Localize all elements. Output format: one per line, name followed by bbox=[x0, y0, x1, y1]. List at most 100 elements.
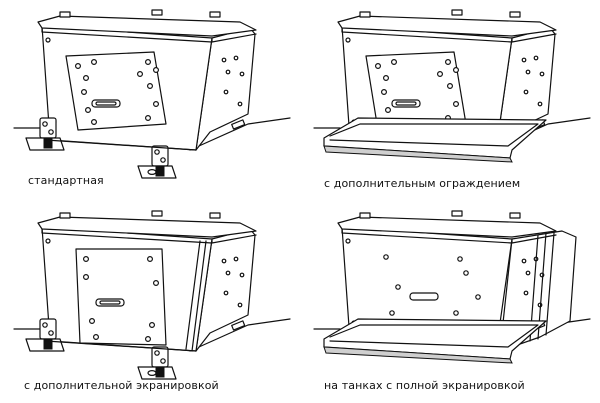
bolt-head bbox=[147, 370, 157, 377]
drawing-extra-guard bbox=[313, 9, 591, 163]
hole bbox=[223, 290, 229, 296]
hole bbox=[523, 290, 529, 296]
hole bbox=[88, 317, 95, 324]
screen-plate bbox=[185, 240, 201, 350]
hinge-tab bbox=[155, 165, 165, 177]
lid-rim bbox=[41, 228, 213, 244]
hole bbox=[437, 70, 444, 77]
ground-shadow bbox=[323, 346, 513, 364]
latch-icon bbox=[359, 212, 371, 219]
hole bbox=[90, 58, 97, 65]
hole bbox=[345, 238, 351, 244]
lid-rim bbox=[41, 27, 213, 43]
latch-icon bbox=[509, 212, 521, 219]
plate-slot bbox=[409, 292, 439, 301]
hole bbox=[84, 106, 91, 113]
hole bbox=[521, 57, 527, 63]
hole bbox=[233, 256, 239, 262]
latch-icon bbox=[151, 9, 163, 16]
hole bbox=[390, 58, 397, 65]
bolt-head bbox=[147, 169, 157, 176]
latch-icon bbox=[451, 210, 463, 217]
hole bbox=[525, 69, 531, 75]
hole bbox=[149, 321, 156, 328]
hole bbox=[82, 74, 89, 81]
hinge-tab bbox=[155, 366, 165, 378]
figure-standard: стандартная bbox=[0, 0, 300, 201]
hinge-icon bbox=[39, 117, 57, 139]
hole bbox=[382, 74, 389, 81]
lid-rim bbox=[341, 228, 513, 244]
hole bbox=[389, 310, 395, 316]
side-slot bbox=[231, 119, 246, 130]
hinge-icon bbox=[151, 346, 169, 368]
hole bbox=[153, 100, 160, 107]
hole bbox=[463, 270, 469, 276]
lid-rim bbox=[211, 33, 257, 43]
hinge-bolt bbox=[42, 121, 48, 127]
hole bbox=[145, 336, 152, 343]
base-edge bbox=[45, 340, 197, 352]
latch-icon bbox=[359, 11, 371, 18]
hinge-bolt bbox=[48, 129, 54, 135]
guard-tray-inner bbox=[329, 123, 539, 147]
hinge-bolt bbox=[160, 358, 166, 364]
latch-icon bbox=[209, 11, 221, 18]
drawing-full-screen bbox=[313, 210, 591, 364]
lid-rim bbox=[511, 33, 557, 43]
latch-icon bbox=[509, 11, 521, 18]
plate-slot-inner bbox=[395, 101, 417, 106]
hole bbox=[82, 255, 89, 262]
plate-slot-inner bbox=[95, 101, 117, 106]
figure-extra-guard: с дополнительным ограждением bbox=[300, 0, 600, 201]
hole bbox=[447, 82, 454, 89]
hole bbox=[345, 37, 351, 43]
hinge-bolt bbox=[48, 330, 54, 336]
plate-slot-inner bbox=[99, 300, 121, 305]
hole bbox=[445, 58, 452, 65]
mount-plate bbox=[65, 51, 167, 131]
hole bbox=[384, 106, 391, 113]
hole bbox=[147, 255, 154, 262]
hinge-bolt bbox=[154, 149, 160, 155]
side-slot bbox=[231, 320, 246, 331]
hole bbox=[92, 334, 99, 341]
hole bbox=[225, 69, 231, 75]
hinge-bolt bbox=[160, 157, 166, 163]
hole bbox=[525, 270, 531, 276]
hinge-tab bbox=[43, 137, 53, 149]
hinge-icon bbox=[39, 318, 57, 340]
hole bbox=[82, 273, 89, 280]
hole bbox=[239, 272, 245, 278]
ground-shadow bbox=[323, 145, 513, 163]
hinge-tab bbox=[43, 338, 53, 350]
latch-icon bbox=[209, 212, 221, 219]
hole bbox=[233, 55, 239, 61]
hole bbox=[383, 254, 389, 260]
hole bbox=[537, 101, 543, 107]
hole bbox=[145, 114, 152, 121]
hole bbox=[521, 258, 527, 264]
hull-line bbox=[189, 318, 291, 352]
hole bbox=[457, 256, 463, 262]
guard-tray-inner bbox=[329, 324, 539, 348]
hole bbox=[237, 302, 243, 308]
lid-rim bbox=[511, 234, 557, 244]
figure-extra-screen: с дополнительной экранировкой bbox=[0, 201, 300, 402]
base-edge bbox=[45, 139, 197, 151]
hole bbox=[45, 37, 51, 43]
hinge-icon bbox=[151, 145, 169, 167]
hole bbox=[237, 101, 243, 107]
hole bbox=[45, 238, 51, 244]
hole bbox=[223, 89, 229, 95]
drawing-extra-screen bbox=[13, 210, 291, 380]
drawing-standard bbox=[13, 9, 291, 179]
hole bbox=[221, 57, 227, 63]
hole bbox=[374, 62, 381, 69]
latch-icon bbox=[451, 9, 463, 16]
caption-full-screen: на танках с полной экранировкой bbox=[324, 379, 525, 392]
hole bbox=[453, 310, 459, 316]
hole bbox=[533, 55, 539, 61]
hole bbox=[539, 71, 545, 77]
hole bbox=[153, 279, 160, 286]
